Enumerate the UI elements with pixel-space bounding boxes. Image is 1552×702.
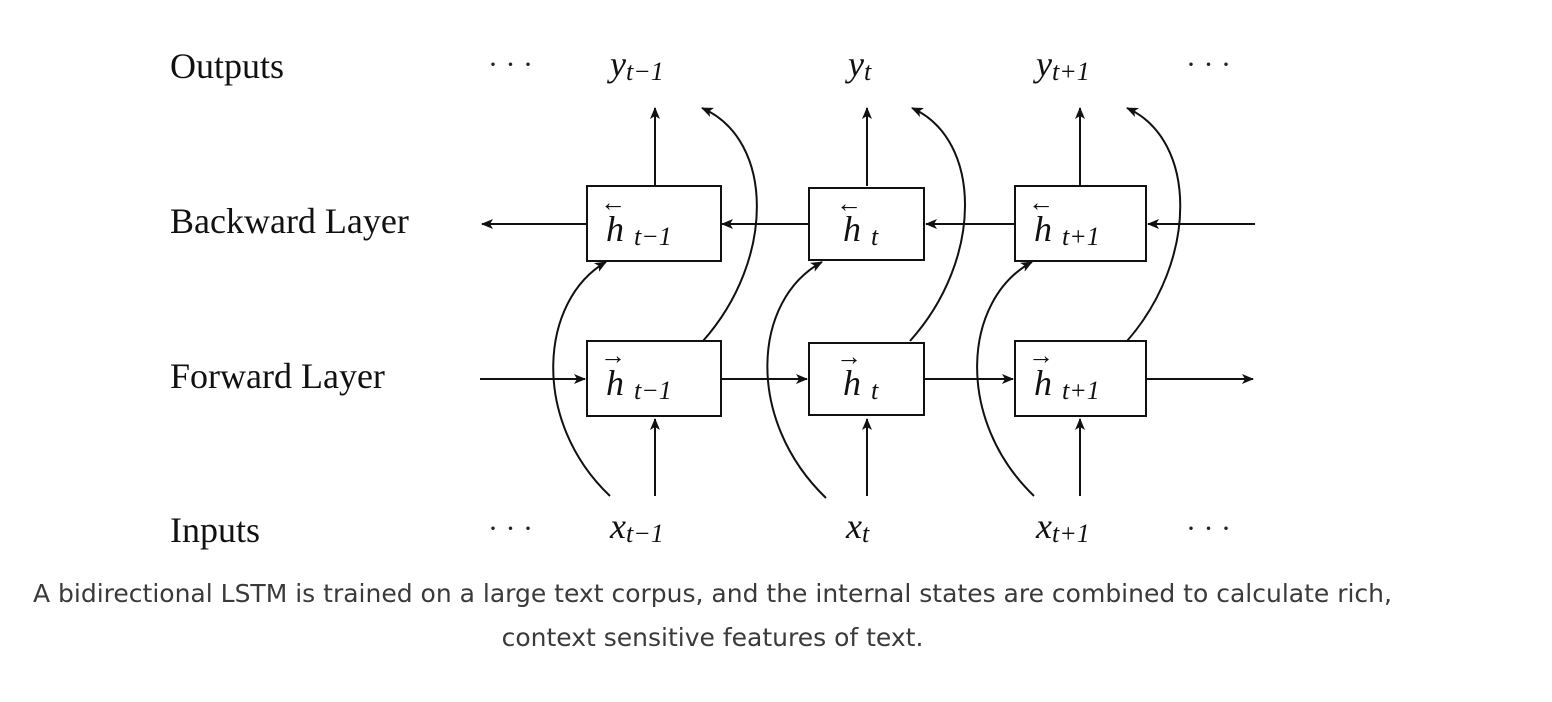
input-to-backward-curve — [976, 261, 1035, 497]
inputs-ellipsis-left: · · · — [488, 512, 533, 545]
left-arrow-accent: ← — [1028, 188, 1054, 217]
forward-to-output-curve — [1126, 107, 1182, 342]
outputs-ellipsis-right: · · · — [1186, 48, 1231, 81]
inputs-row-label: Inputs — [170, 510, 260, 550]
input-label: xt+1 — [1035, 506, 1090, 548]
bidirectional-lstm-diagram: Outputs Backward Layer Forward Layer Inp… — [170, 44, 1255, 550]
caption-line: context sensitive features of text. — [501, 623, 924, 652]
input-label: xt — [845, 506, 870, 548]
output-label: yt+1 — [1033, 44, 1090, 86]
right-arrow-accent: → — [1028, 341, 1054, 370]
outputs-ellipsis-left: · · · — [488, 48, 533, 81]
input-to-backward-curve — [766, 261, 827, 499]
backward-layer-label: Backward Layer — [170, 201, 409, 241]
forward-to-output-curve — [701, 107, 758, 342]
output-label: yt — [845, 44, 872, 86]
input-label: xt−1 — [609, 506, 664, 548]
input-to-backward-curve — [552, 261, 611, 497]
left-arrow-accent: ← — [600, 188, 626, 217]
outputs-row-label: Outputs — [170, 46, 284, 86]
output-label: yt−1 — [607, 44, 664, 86]
left-arrow-accent: ← — [836, 189, 862, 218]
forward-to-output-curve — [909, 107, 966, 342]
caption-line: A bidirectional LSTM is trained on a lar… — [33, 579, 1392, 608]
forward-layer-label: Forward Layer — [170, 356, 385, 396]
right-arrow-accent: → — [836, 342, 862, 371]
inputs-ellipsis-right: · · · — [1186, 512, 1231, 545]
figure-caption: A bidirectional LSTM is trained on a lar… — [20, 572, 1405, 660]
right-arrow-accent: → — [600, 341, 626, 370]
